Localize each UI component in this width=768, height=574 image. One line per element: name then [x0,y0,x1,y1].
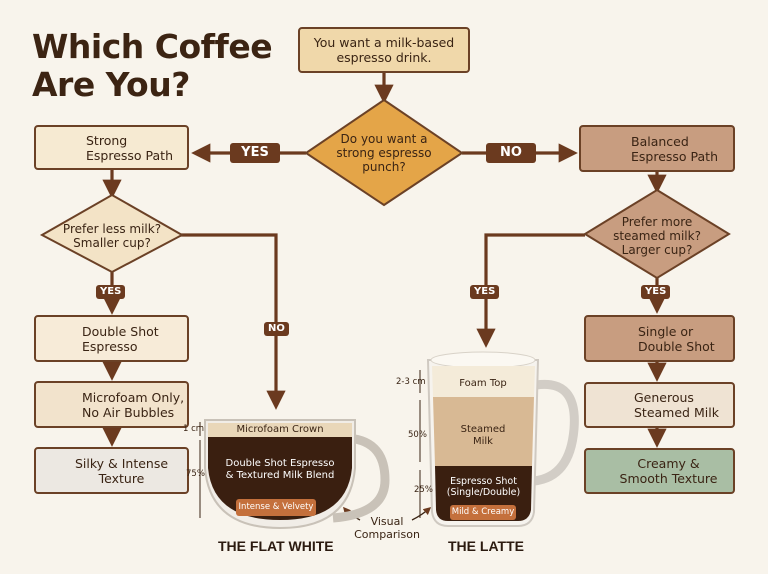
right-step3-box: Creamy & Smooth Texture [584,448,735,494]
latte-shot-label: Espresso Shot (Single/Double) [446,476,521,498]
fw-body-label: Double Shot Espresso & Textured Milk Ble… [225,458,335,481]
right-question-diamond [583,188,731,280]
right-step1-text: Single or Double Shot [638,323,715,354]
left-step1-text: Double Shot Espresso [82,324,159,354]
no-pill: NO [486,143,536,163]
fw-badge: Intense & Velvety [238,502,314,512]
balanced-path-text: Balanced Espresso Path [631,133,719,164]
compare-arrow-right [411,506,432,521]
title-line-2: Are You? [32,65,190,104]
right-yes-pill: YES [641,285,671,299]
visual-comparison-label: Visual Comparison [354,515,420,541]
main-question-diamond [304,98,464,207]
latte-foam-label: Foam Top [459,378,507,389]
flat-white-badge-bg [236,499,316,516]
arrow-right-yes-center [476,233,585,348]
right-question-text: Prefer more steamed milk? Larger cup? [613,215,701,257]
right-step1-box: Single or Double Shot [584,315,735,362]
yes-pill: YES [230,143,280,163]
flat-white-cup [199,419,390,530]
latte-glass [419,351,579,527]
right-step2-text: Generous Steamed Milk [634,390,719,420]
left-step1-box: Double Shot Espresso [34,315,189,362]
left-step3-text: Silky & Intense Texture [74,455,169,486]
left-step2-text: Microfoam Only, No Air Bubbles [82,389,185,420]
strong-path-box: Strong Espresso Path [34,125,189,170]
latte-milk-label: Steamed Milk [460,424,506,447]
left-step2-box: Microfoam Only, No Air Bubbles [34,381,189,428]
strong-path-text: Strong Espresso Path [86,132,174,163]
page-title: Which Coffee Are You? [32,27,273,104]
latte-name: THE LATTE [448,538,524,554]
right-step3-text: Creamy & Smooth Texture [619,456,718,486]
right-yes-center-pill: YES [470,285,500,299]
left-no-pill: NO [264,322,289,336]
latte-dim-foam: 2-3 cm [396,377,426,387]
main-question-text: Do you want a strong espresso punch? [336,132,432,174]
latte-badge: Mild & Creamy [451,507,515,517]
fw-dim-body: 75% [186,469,205,479]
latte-dim-milk: 50% [408,430,427,440]
flat-white-name: THE FLAT WHITE [218,538,334,554]
fw-crown-label: Microfoam Crown [236,424,324,435]
start-box: You want a milk-based espresso drink. [298,27,470,73]
right-step2-box: Generous Steamed Milk [584,382,735,428]
left-step3-box: Silky & Intense Texture [34,447,189,494]
left-question-diamond [39,193,185,274]
start-text: You want a milk-based espresso drink. [313,35,455,65]
title-line-1: Which Coffee [32,27,273,66]
fw-dim-top: 1 cm [183,424,205,434]
left-question-text: Prefer less milk? Smaller cup? [62,222,162,250]
latte-dim-shot: 25% [414,485,433,495]
arrow-left-no [180,233,286,410]
balanced-path-box: Balanced Espresso Path [579,125,735,172]
latte-badge-bg [450,505,516,520]
left-yes-pill: YES [96,285,126,299]
